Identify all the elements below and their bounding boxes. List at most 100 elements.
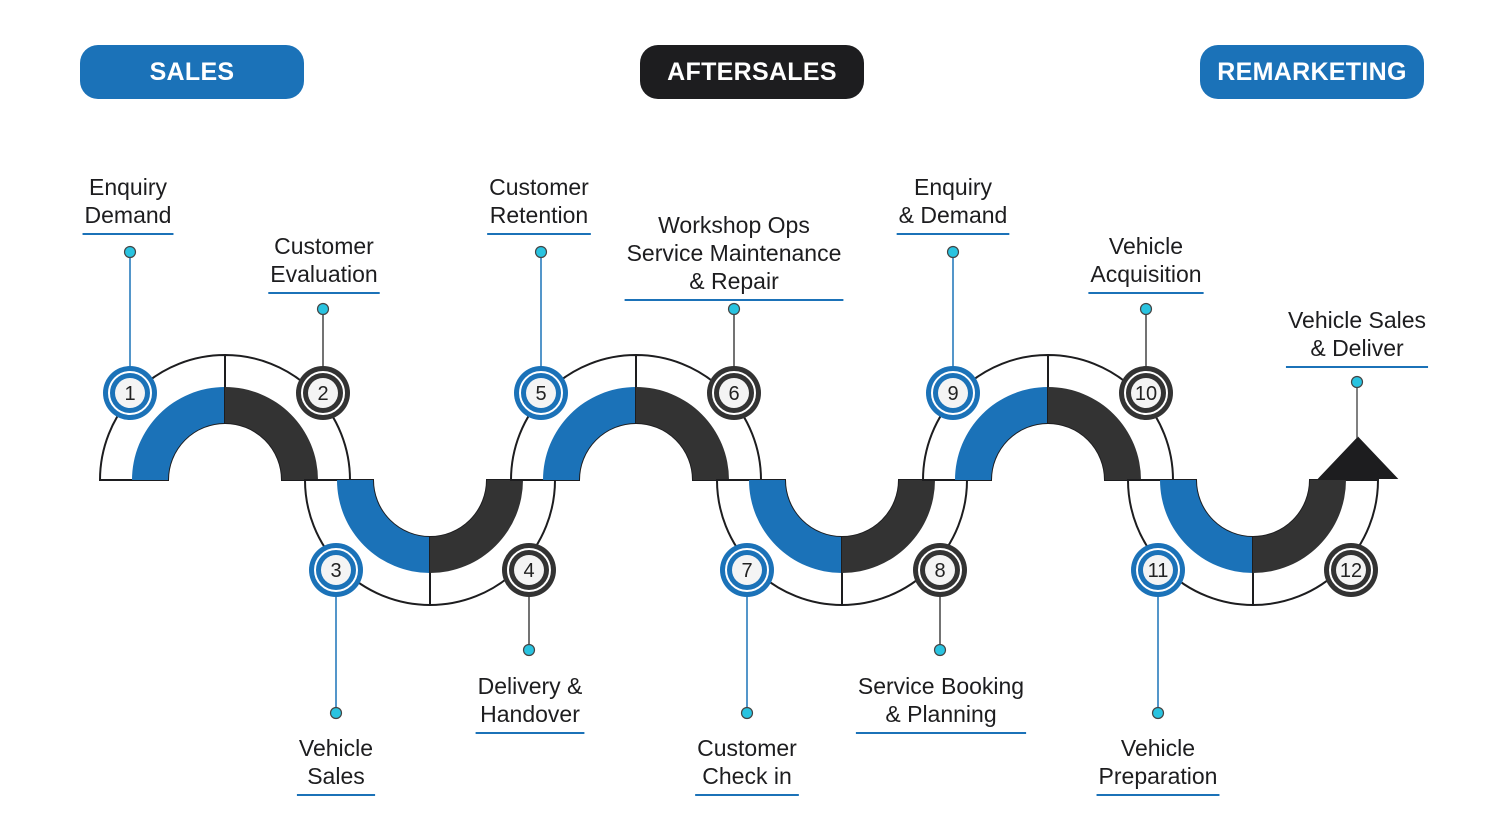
step-4-connector <box>522 596 536 657</box>
segment-band <box>337 480 430 573</box>
step-label-line: & Deliver <box>1310 335 1404 361</box>
segment-band <box>132 387 225 480</box>
step-number: 4 <box>523 560 534 582</box>
step-12-connector <box>1350 375 1364 438</box>
step-label-line: Evaluation <box>270 261 377 287</box>
segment-band <box>225 387 318 480</box>
step-label-line: Sales <box>307 763 365 789</box>
step-label-line: Check in <box>702 763 791 789</box>
aftersales-header: AFTERSALES <box>640 45 864 99</box>
segment-band <box>1253 480 1346 573</box>
step-label-line: Customer <box>489 174 589 200</box>
connector-dot-icon <box>1139 302 1153 316</box>
connector-dot-icon <box>316 302 330 316</box>
step-connectors <box>123 245 1364 720</box>
step-label-line: & Planning <box>885 701 996 727</box>
step-8-connector <box>933 596 947 657</box>
step-number: 9 <box>947 383 958 405</box>
step-5-marker: 5 <box>514 366 568 420</box>
step-label-line: & Demand <box>899 202 1008 228</box>
step-number: 2 <box>317 383 328 405</box>
step-number: 8 <box>934 560 945 582</box>
step-5-connector <box>534 245 548 367</box>
step-labels: EnquiryDemandCustomerEvaluationVehicleSa… <box>82 174 1429 796</box>
step-number: 11 <box>1148 560 1169 582</box>
step-number: 12 <box>1340 560 1362 582</box>
step-9-marker: 9 <box>926 366 980 420</box>
connector-dot-icon <box>933 643 947 657</box>
wave-segment-4 <box>429 479 557 607</box>
step-label-line: Enquiry <box>89 174 167 200</box>
step-number: 7 <box>741 560 752 582</box>
step-2-marker: 2 <box>296 366 350 420</box>
step-label-line: Service Booking <box>858 673 1024 699</box>
step-number: 1 <box>124 383 135 405</box>
connector-dot-icon <box>740 706 754 720</box>
step-label-line: Service Maintenance <box>627 240 842 266</box>
step-7-marker: 7 <box>720 543 774 597</box>
step-4-label: Delivery &Handover <box>475 673 585 734</box>
step-label-line: Retention <box>490 202 588 228</box>
step-10-marker: 10 <box>1119 366 1173 420</box>
segment-band <box>749 480 842 573</box>
step-label-line: Handover <box>480 701 580 727</box>
step-label-line: Enquiry <box>914 174 992 200</box>
segment-band <box>1048 387 1141 480</box>
step-11-connector <box>1151 596 1165 720</box>
wave-segment-3 <box>303 479 431 607</box>
step-label-line: Demand <box>85 202 172 228</box>
connector-dot-icon <box>522 643 536 657</box>
segment-band <box>1160 480 1253 573</box>
step-3-connector <box>329 596 343 720</box>
sales-header: SALES <box>80 45 304 99</box>
step-number: 5 <box>535 383 546 405</box>
step-9-label: Enquiry& Demand <box>896 174 1010 235</box>
step-12-label: Vehicle Sales& Deliver <box>1285 307 1429 368</box>
wave-segment-12 <box>1252 479 1380 607</box>
step-6-marker: 6 <box>707 366 761 420</box>
wave-segment-9 <box>921 353 1049 481</box>
wave-segment-1 <box>98 353 226 481</box>
step-6-connector <box>727 302 741 367</box>
connector-dot-icon <box>534 245 548 259</box>
segment-band <box>430 480 523 573</box>
remarketing-header: REMARKETING <box>1200 45 1424 99</box>
step-label-line: Delivery & <box>478 673 583 699</box>
step-label-line: & Repair <box>689 268 779 294</box>
step-1-connector <box>123 245 137 367</box>
step-label-line: Acquisition <box>1090 261 1201 287</box>
step-label-line: Preparation <box>1099 763 1218 789</box>
step-label-line: Vehicle <box>299 735 373 761</box>
step-number: 10 <box>1135 383 1157 405</box>
step-7-connector <box>740 596 754 720</box>
step-10-connector <box>1139 302 1153 367</box>
wave-segment-5 <box>509 353 637 481</box>
step-label-line: Vehicle <box>1121 735 1195 761</box>
segment-band <box>636 387 729 480</box>
step-12-marker: 12 <box>1324 543 1378 597</box>
step-3-marker: 3 <box>309 543 363 597</box>
step-label-line: Customer <box>274 233 374 259</box>
segment-band <box>955 387 1048 480</box>
connector-dot-icon <box>1350 375 1364 389</box>
step-9-connector <box>946 245 960 367</box>
wave-segment-10 <box>1047 353 1175 481</box>
step-label-line: Workshop Ops <box>658 212 810 238</box>
step-label-line: Vehicle Sales <box>1288 307 1426 333</box>
wave-segment-8 <box>841 479 969 607</box>
step-2-connector <box>316 302 330 367</box>
wave-segments <box>98 353 1399 607</box>
wave-segment-11 <box>1126 479 1254 607</box>
step-8-marker: 8 <box>913 543 967 597</box>
arrow-head-icon <box>1317 436 1399 479</box>
step-number: 6 <box>728 383 739 405</box>
step-label-line: Customer <box>697 735 797 761</box>
